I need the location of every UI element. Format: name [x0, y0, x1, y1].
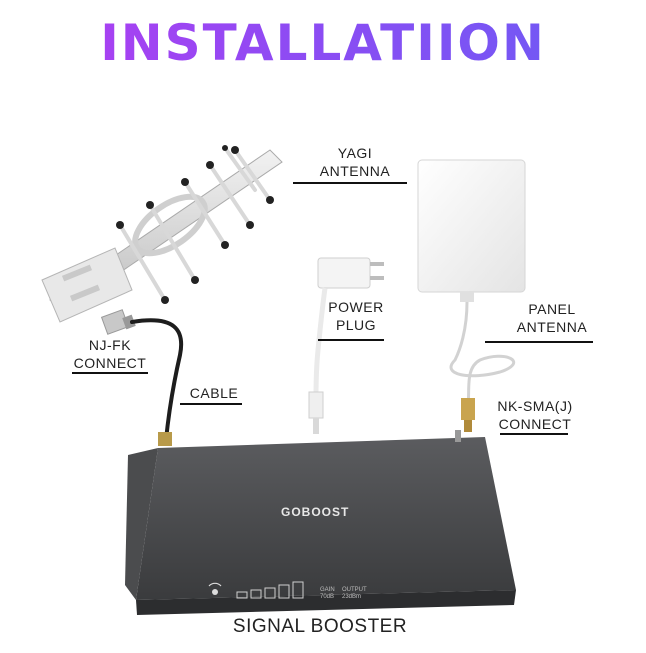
nj-fk-connect-label: NJ-FK CONNECT — [73, 337, 147, 371]
output-value: 23dBm — [342, 594, 362, 600]
power-plug — [308, 257, 384, 434]
yagi-antenna — [41, 145, 283, 323]
page-title: INSTALLATIION — [0, 14, 646, 72]
power-plug-label: POWER PLUG — [328, 299, 384, 333]
panel-antenna-label: PANEL ANTENNA — [516, 301, 588, 335]
cable-underline — [180, 403, 242, 405]
coax-cable — [130, 318, 184, 442]
booster-brand: GOBOOST — [281, 505, 350, 519]
gain-value: 70dB — [320, 594, 335, 600]
nj-fk-connector — [100, 309, 136, 335]
yagi-underline — [293, 182, 407, 184]
panel-underline — [485, 341, 593, 343]
nk-sma-underline — [500, 433, 568, 435]
cable-label: CABLE — [189, 385, 239, 401]
signal-booster-device — [125, 430, 516, 615]
nj-fk-underline — [72, 372, 148, 374]
antenna-status-icon — [208, 582, 222, 595]
booster-input-connector — [158, 432, 172, 446]
power-underline — [318, 339, 384, 341]
yagi-antenna-label: YAGI ANTENNA — [319, 145, 391, 179]
gain-label: GAIN — [320, 587, 335, 593]
panel-antenna — [417, 159, 526, 432]
nk-sma-connect-label: NK-SMA(J) CONNECT — [497, 398, 573, 432]
output-label: OUTPUT — [342, 587, 367, 593]
signal-booster-label: SIGNAL BOOSTER — [232, 616, 408, 637]
